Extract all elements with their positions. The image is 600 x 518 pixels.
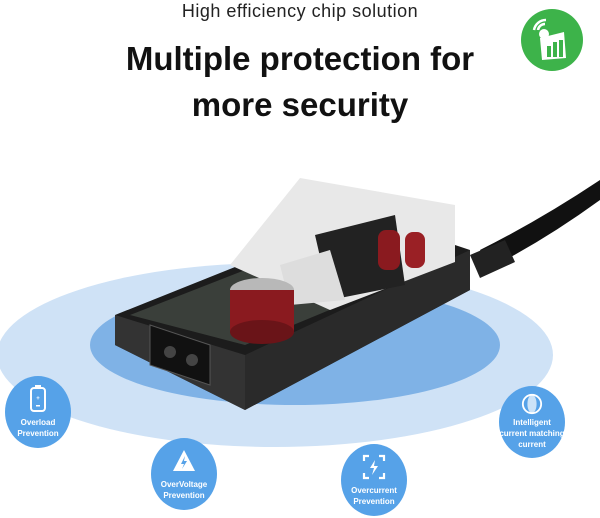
feature-label: Prevention xyxy=(17,429,59,438)
feature-label: current matching xyxy=(499,429,565,438)
feature-label: Prevention xyxy=(163,491,205,500)
bolt-frame-icon xyxy=(362,454,386,480)
feature-overload: + Overload Prevention xyxy=(5,376,71,448)
wifi-chart-icon xyxy=(521,9,583,71)
feature-label: Prevention xyxy=(353,497,395,506)
warning-bolt-icon xyxy=(173,450,195,471)
page-title: Multiple protection for more security xyxy=(0,36,600,128)
battery-icon: + xyxy=(30,385,46,412)
title-line-1: Multiple protection for xyxy=(125,40,475,77)
feature-overvoltage: OverVoltage Prevention xyxy=(151,438,217,510)
title-line-2: more security xyxy=(191,86,409,123)
power-adapter xyxy=(115,178,600,410)
feature-label: Intelligent xyxy=(513,418,551,427)
feature-label: OverVoltage xyxy=(160,480,208,489)
feature-intelligent-current: Intelligent current matching current xyxy=(499,386,565,458)
feature-label: Overload xyxy=(20,418,56,427)
feature-label: current xyxy=(518,440,546,449)
svg-text:+: + xyxy=(36,396,40,402)
subtitle: High efficiency chip solution xyxy=(181,1,419,21)
feature-overcurrent: Overcurrent Prevention xyxy=(341,444,407,516)
feature-label: Overcurrent xyxy=(351,486,397,495)
circles-icon xyxy=(521,393,543,415)
